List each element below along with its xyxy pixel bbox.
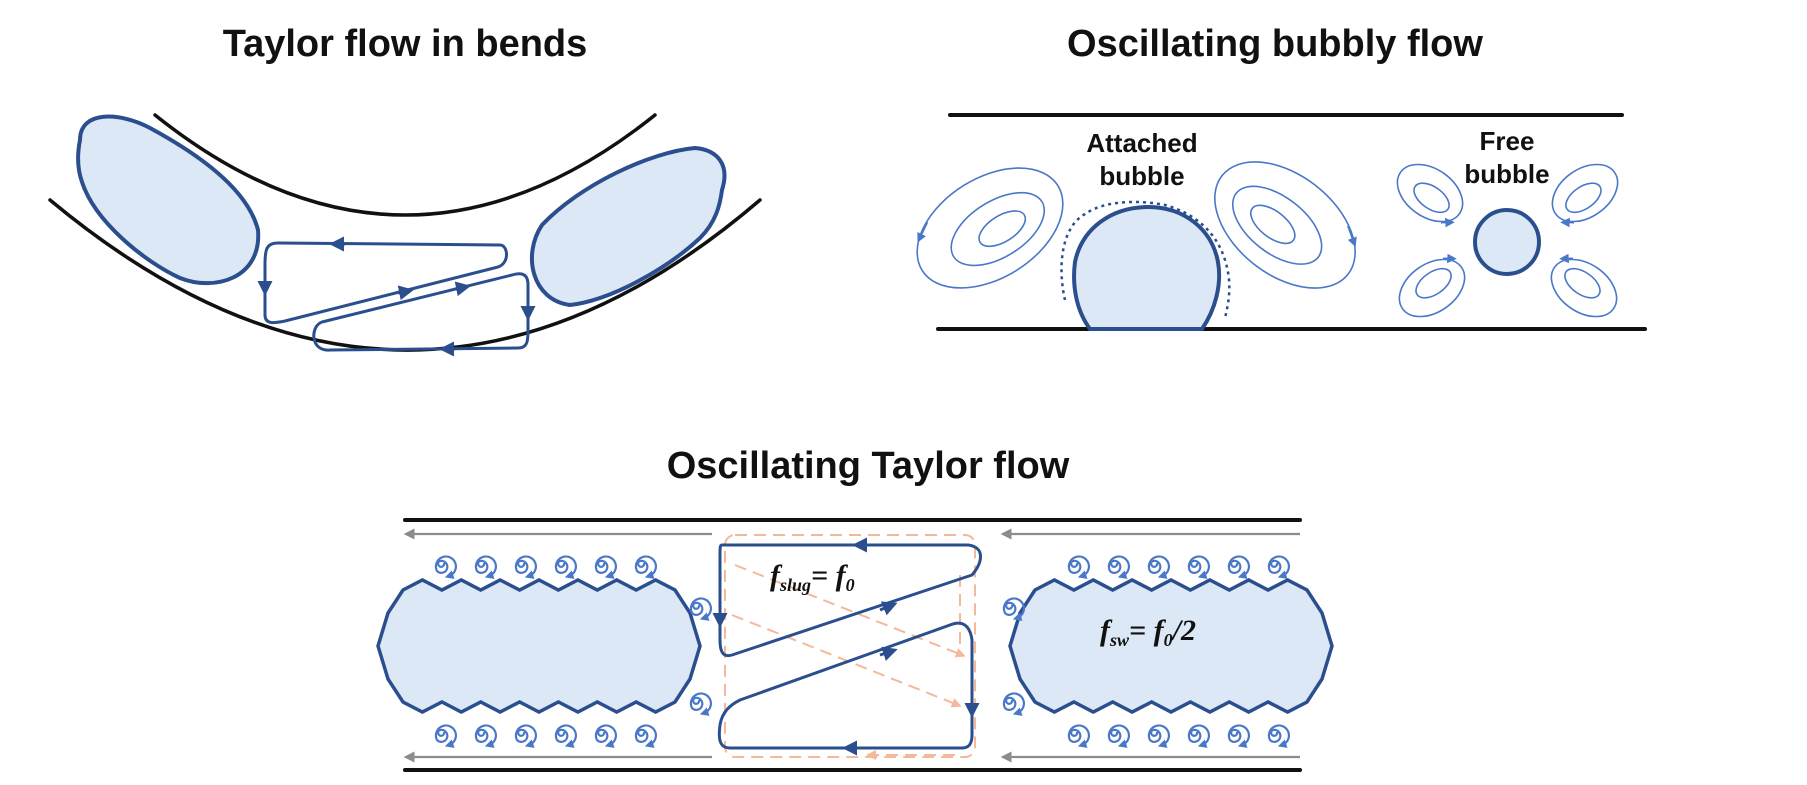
slug-arrow-3 [879,601,898,616]
swirl-bottom-right-5 [1227,724,1251,748]
swirl-top-right-6 [1267,555,1291,579]
vortex-free-lower-right [1550,253,1618,318]
swirl-bottom-left-3 [514,724,538,748]
swirl-bottom-left-5 [594,724,618,748]
swirl-row-top-left [434,555,658,579]
orange-circulation-2 [731,614,962,708]
panel-title-bends: Taylor flow in bends [223,23,588,65]
slug-region-outline [724,534,976,758]
bend-circulation-loop-upper [263,241,508,325]
swirl-row-top-right [1067,555,1291,579]
attached-bubble [1072,204,1222,331]
swirl-bottom-right-2 [1107,724,1131,748]
swirl-bottom-right-6 [1267,724,1291,748]
panel-oscillating-taylor-flow: Oscillating Taylor flow [376,445,1334,772]
swirl-bottom-left-6 [634,724,658,748]
arrow-bend-4 [454,281,471,297]
free-bubble-label-line2: bubble [1464,159,1549,189]
slug-circulation-lower [717,621,974,750]
bend-bubble-left [76,114,261,286]
arrow-bend-3 [397,285,414,301]
swirl-top-left-6 [634,555,658,579]
vortex-free-upper-left [1396,163,1464,228]
swirl-cap-left-lower [689,692,713,716]
swirl-bottom-left-2 [474,724,498,748]
vortex-attached-right [1214,161,1357,289]
orange-circulation-1 [734,564,966,658]
panel-oscillating-bubbly-flow: Oscillating bubbly flow Attached bubble … [916,23,1647,331]
swirl-top-right-1 [1067,555,1091,579]
panel-title-osc-taylor: Oscillating Taylor flow [667,445,1070,487]
swirl-top-right-4 [1187,555,1211,579]
taylor-bubble-left-wavy [376,578,702,714]
bend-bubble-right [529,145,727,308]
attached-bubble-label-line1: Attached [1086,128,1197,158]
taylor-bubble-right-wavy [1008,578,1334,714]
swirl-cap-right-upper [1002,597,1026,621]
swirl-top-left-4 [554,555,578,579]
swirl-cap-left-upper [689,597,713,621]
swirl-top-right-3 [1147,555,1171,579]
bend-circulation-loop-lower [312,272,530,352]
panel-title-bubbly: Oscillating bubbly flow [1067,23,1483,65]
swirl-top-right-5 [1227,555,1251,579]
attached-bubble-label-line2: bubble [1099,161,1184,191]
swirl-cap-right-lower [1002,692,1026,716]
swirl-row-bottom-right [1067,724,1291,748]
swirl-top-left-1 [434,555,458,579]
panel-taylor-flow-in-bends: Taylor flow in bends [48,23,762,357]
slug-arrow-4 [879,646,898,661]
swirl-row-bottom-left [434,724,658,748]
swirl-top-left-5 [594,555,618,579]
swirl-bottom-right-4 [1187,724,1211,748]
swirl-bottom-right-3 [1147,724,1171,748]
swirl-top-right-2 [1107,555,1131,579]
free-bubble-label-line1: Free [1480,126,1535,156]
swirl-bubble-caps [689,597,1026,716]
slug-frequency-equation: fslug= f0 [770,559,855,595]
free-bubble [1473,208,1541,276]
vortex-attached-left [916,167,1064,289]
swirl-top-left-3 [514,555,538,579]
swirl-bottom-right-1 [1067,724,1091,748]
bend-inner-wall [153,113,657,217]
swirl-top-left-2 [474,555,498,579]
swirl-bottom-left-4 [554,724,578,748]
vortex-free-upper-right [1551,163,1619,228]
slug-circulation-upper [718,543,982,658]
vortex-free-lower-left [1398,253,1466,318]
wave-frequency-equation: fsw= f0/2 [1100,614,1196,650]
swirl-bottom-left-1 [434,724,458,748]
